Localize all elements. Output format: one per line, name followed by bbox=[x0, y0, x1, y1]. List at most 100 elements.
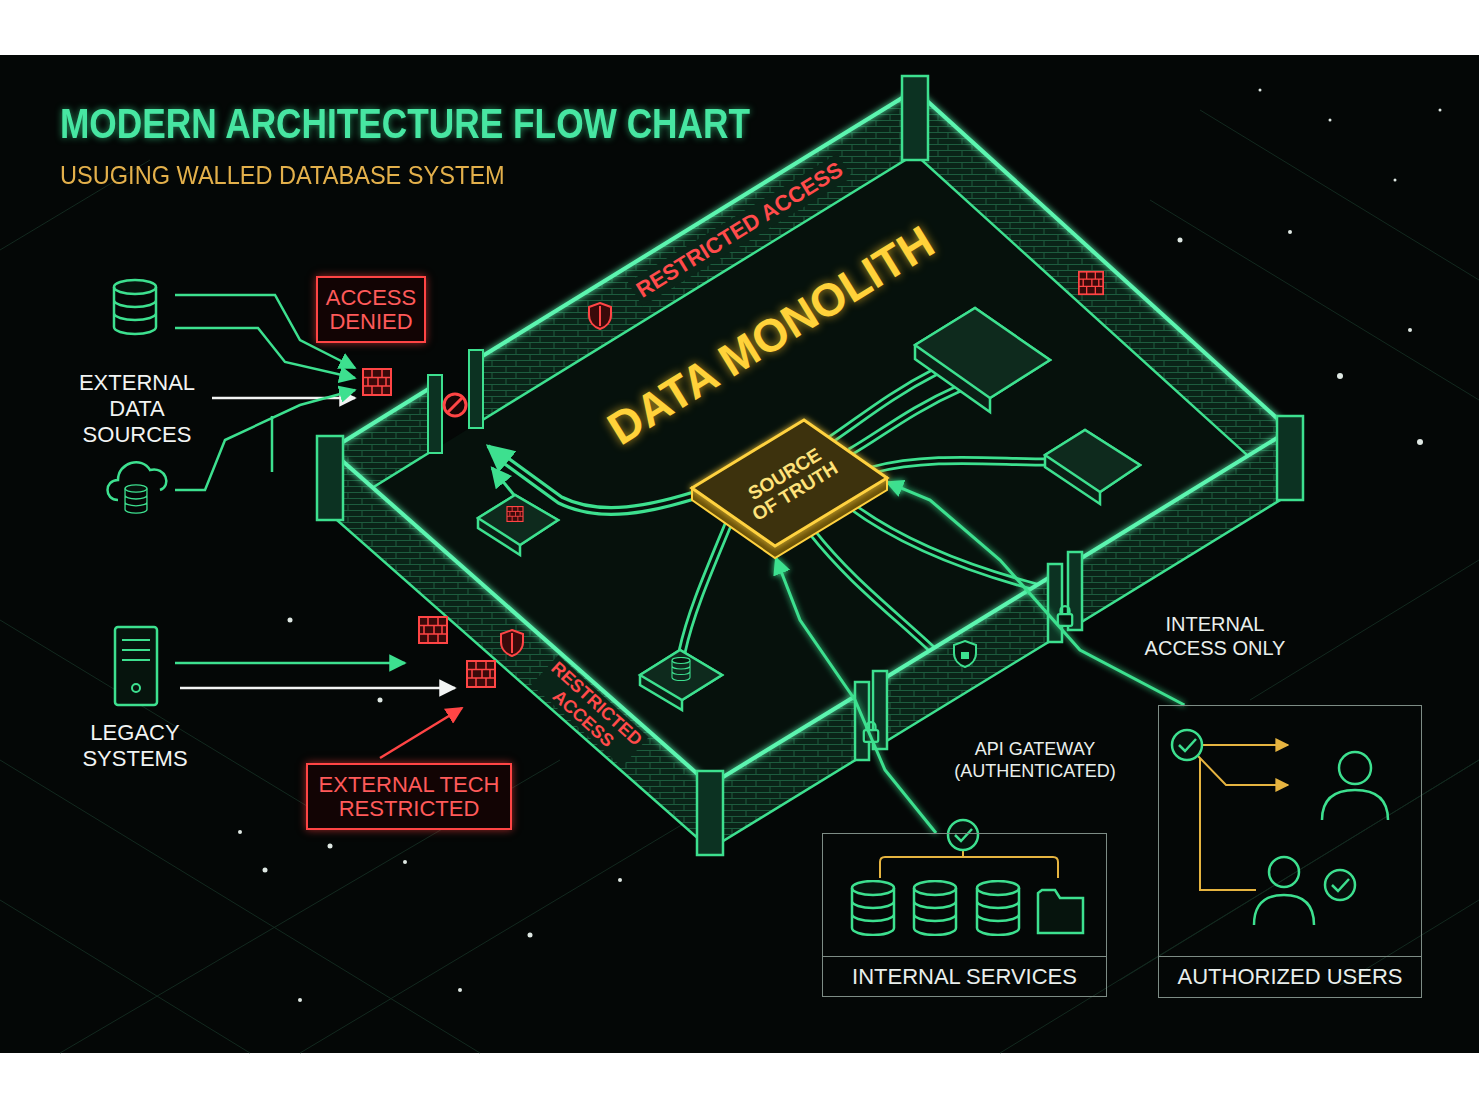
alert-box: ACCESS DENIED bbox=[316, 276, 426, 343]
no-entry-bar bbox=[448, 398, 462, 412]
branch-arrow bbox=[1202, 744, 1288, 746]
dot bbox=[1439, 109, 1442, 112]
dot bbox=[238, 830, 242, 834]
firewall-icon bbox=[419, 617, 447, 643]
dark-ground bbox=[0, 55, 1479, 1053]
cloud-icon bbox=[108, 462, 167, 500]
dot bbox=[1337, 373, 1343, 379]
check-mark bbox=[1179, 739, 1196, 751]
user-head bbox=[1269, 857, 1299, 887]
edge-label: INTERNAL ACCESS ONLY bbox=[1140, 612, 1290, 660]
user-head bbox=[1339, 752, 1371, 784]
inner-boxes bbox=[478, 308, 1140, 710]
subtitle-wrap: USUGING WALLED DATABASE SYSTEM bbox=[60, 160, 505, 190]
authorized-users-icons bbox=[1172, 730, 1388, 925]
edge-label: API GATEWAY (AUTHENTICATED) bbox=[950, 738, 1120, 782]
panel-heading: INTERNAL SERVICES bbox=[852, 964, 1077, 990]
flow-line bbox=[180, 687, 455, 690]
alert-box: EXTERNAL TECH RESTRICTED bbox=[306, 763, 512, 830]
gate-pillar bbox=[469, 350, 483, 428]
wall-pillar bbox=[902, 76, 928, 160]
panel-band: INTERNAL SERVICES bbox=[823, 956, 1106, 996]
chip-top bbox=[692, 420, 887, 546]
user-body bbox=[1322, 790, 1388, 820]
panel-band: AUTHORIZED USERS bbox=[1159, 956, 1421, 997]
folder-icon bbox=[1038, 890, 1083, 933]
gate-pillar bbox=[1048, 564, 1062, 642]
wire-arrow bbox=[488, 446, 505, 460]
server-light bbox=[132, 684, 140, 692]
dot bbox=[378, 698, 383, 703]
database-icon bbox=[114, 280, 156, 334]
lock-icon bbox=[1058, 606, 1072, 626]
group-label-wrap: LEGACY SYSTEMS bbox=[75, 720, 195, 772]
firewall-icon bbox=[363, 369, 391, 395]
data-wires bbox=[488, 372, 1050, 652]
gate-pillar bbox=[428, 375, 442, 453]
firewall-icon bbox=[507, 507, 523, 522]
access-arrow bbox=[887, 482, 1184, 705]
dot bbox=[1178, 238, 1183, 243]
alert-text: ACCESS DENIED bbox=[324, 286, 418, 334]
user-body bbox=[1254, 895, 1314, 925]
diagram-title: MODERN ARCHITECTURE FLOW CHART bbox=[60, 100, 750, 148]
iso-box-top bbox=[478, 495, 558, 545]
database-icon bbox=[672, 657, 690, 680]
firewall-icon bbox=[1079, 272, 1103, 295]
wall-top bbox=[330, 430, 1290, 785]
group-label-wrap: EXTERNAL DATA SOURCES bbox=[72, 370, 202, 448]
subtitle: USUGING WALLED DATABASE SYSTEM bbox=[60, 160, 505, 190]
core-chip: SOURCE OF TRUTH bbox=[692, 420, 887, 558]
wall-face bbox=[1075, 430, 1290, 626]
dot bbox=[298, 998, 302, 1002]
dot bbox=[1394, 179, 1397, 182]
dot bbox=[528, 933, 533, 938]
group-label: LEGACY SYSTEMS bbox=[75, 720, 195, 772]
dot bbox=[1417, 439, 1423, 445]
edge-label-wrap: API GATEWAY (AUTHENTICATED) bbox=[950, 738, 1120, 782]
server-icon bbox=[115, 627, 157, 705]
dot bbox=[403, 860, 407, 864]
database-icon bbox=[852, 881, 894, 935]
iso-box bbox=[1045, 430, 1140, 504]
dot bbox=[263, 868, 268, 873]
dot bbox=[618, 878, 622, 882]
flow-line bbox=[175, 390, 355, 490]
access-arrow bbox=[776, 558, 936, 833]
monolith-floor bbox=[330, 154, 1290, 849]
wire bbox=[505, 460, 705, 511]
dot bbox=[1408, 328, 1412, 332]
no-entry-sign bbox=[444, 394, 466, 416]
leader-line bbox=[380, 708, 462, 758]
iso-box bbox=[915, 308, 1050, 412]
group-label: EXTERNAL DATA SOURCES bbox=[72, 370, 202, 448]
check-circle bbox=[1325, 870, 1355, 900]
wall-face bbox=[880, 574, 1055, 745]
firewall-icon bbox=[467, 661, 495, 687]
flow-line bbox=[175, 662, 405, 665]
alert-text: EXTERNAL TECH RESTRICTED bbox=[314, 773, 504, 821]
internal-services-icons bbox=[852, 820, 1083, 935]
title-wrap: MODERN ARCHITECTURE FLOW CHART bbox=[60, 100, 750, 148]
star-dots bbox=[238, 89, 1442, 1003]
check-circle bbox=[1172, 730, 1202, 760]
wall-pillar bbox=[317, 436, 343, 520]
shield-icon bbox=[589, 303, 611, 329]
gate-pillar bbox=[855, 682, 869, 760]
database-icon bbox=[914, 881, 956, 935]
edge-label-wrap: INTERNAL ACCESS ONLY bbox=[1140, 612, 1290, 660]
shield-icon bbox=[501, 630, 523, 656]
server-slots bbox=[122, 640, 150, 660]
check-mark bbox=[1332, 879, 1349, 891]
branch-arrow bbox=[1198, 756, 1288, 785]
branch-bracket bbox=[880, 850, 1058, 878]
iso-box-top bbox=[1045, 430, 1140, 492]
wire bbox=[850, 505, 1040, 588]
dot bbox=[458, 988, 462, 992]
branch-line bbox=[1200, 758, 1256, 890]
wall-face bbox=[915, 90, 1290, 494]
iso-box-top bbox=[915, 308, 1050, 398]
dot bbox=[1259, 89, 1262, 92]
database-icon bbox=[125, 485, 147, 513]
database-icon bbox=[977, 881, 1019, 935]
